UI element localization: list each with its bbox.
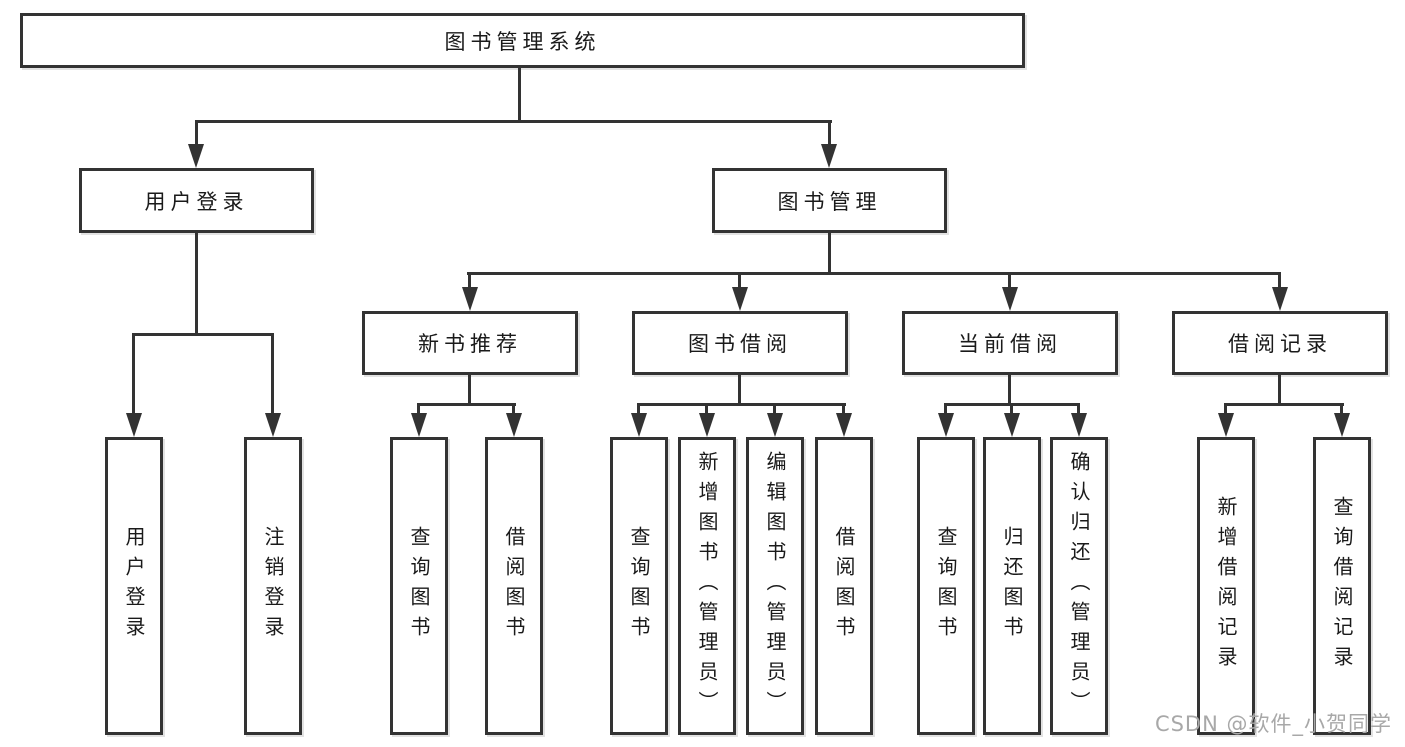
connector-vline [842,403,845,417]
connector-vline [1340,403,1343,417]
connector-vline [705,403,708,417]
arrowhead-down-icon [699,413,715,437]
connector-vline [828,233,831,274]
node-book-management: 图书管理 [712,168,947,233]
connector-vline [417,403,420,417]
arrowhead-down-icon [1071,413,1087,437]
connector-hline [132,333,274,336]
node-new-book-recommend: 新书推荐 [362,311,578,375]
connector-vline [195,233,198,335]
arrowhead-down-icon [1334,413,1350,437]
connector-vline [1010,403,1013,417]
arrowhead-down-icon [821,144,837,168]
connector-vline [518,68,521,122]
leaf-confirm-return-admin: 确认归还（管理员） [1050,437,1108,735]
arrowhead-down-icon [767,413,783,437]
arrowhead-down-icon [188,144,204,168]
arrowhead-down-icon [938,413,954,437]
leaf-add-borrow-record: 新增借阅记录 [1197,437,1255,735]
connector-vline [271,333,274,415]
connector-vline [1008,375,1011,405]
leaf-user-login: 用户登录 [105,437,163,735]
connector-vline [1224,403,1227,417]
leaf-query-borrow-record: 查询借阅记录 [1313,437,1371,735]
connector-vline [132,333,135,415]
node-library-system: 图书管理系统 [20,13,1025,68]
connector-vline [468,375,471,405]
connector-vline [944,403,947,417]
leaf-query-books-borrowing: 查询图书 [610,437,668,735]
leaf-borrow-books-borrowing: 借阅图书 [815,437,873,735]
leaf-query-books-recommend: 查询图书 [390,437,448,735]
arrowhead-down-icon [1272,287,1288,311]
leaf-borrow-books-recommend: 借阅图书 [485,437,543,735]
connector-vline [1278,375,1281,405]
arrowhead-down-icon [836,413,852,437]
arrowhead-down-icon [265,413,281,437]
arrowhead-down-icon [126,413,142,437]
connector-vline [1008,272,1011,289]
csdn-watermark: CSDN @软件_小贺同学 [1154,712,1392,736]
arrowhead-down-icon [411,413,427,437]
arrowhead-down-icon [631,413,647,437]
arrowhead-down-icon [1004,413,1020,437]
node-current-borrowing: 当前借阅 [902,311,1118,375]
node-book-borrowing: 图书借阅 [632,311,848,375]
leaf-edit-book-admin: 编辑图书（管理员） [746,437,804,735]
connector-vline [773,403,776,417]
connector-hline [467,272,1281,275]
arrowhead-down-icon [506,413,522,437]
connector-vline [738,272,741,289]
connector-vline [1077,403,1080,417]
arrowhead-down-icon [462,287,478,311]
connector-vline [828,120,831,146]
connector-hline [195,120,832,123]
leaf-return-books: 归还图书 [983,437,1041,735]
arrowhead-down-icon [1218,413,1234,437]
arrowhead-down-icon [732,287,748,311]
leaf-query-books-current: 查询图书 [917,437,975,735]
connector-vline [637,403,640,417]
leaf-add-book-admin: 新增图书（管理员） [678,437,736,735]
connector-vline [468,272,471,289]
connector-vline [1278,272,1281,289]
connector-hline [637,403,846,406]
connector-hline [417,403,516,406]
arrowhead-down-icon [1002,287,1018,311]
connector-vline [738,375,741,405]
connector-hline [1224,403,1344,406]
connector-vline [512,403,515,417]
leaf-logout: 注销登录 [244,437,302,735]
connector-vline [195,120,198,146]
node-borrow-records: 借阅记录 [1172,311,1388,375]
node-user-login: 用户登录 [79,168,314,233]
